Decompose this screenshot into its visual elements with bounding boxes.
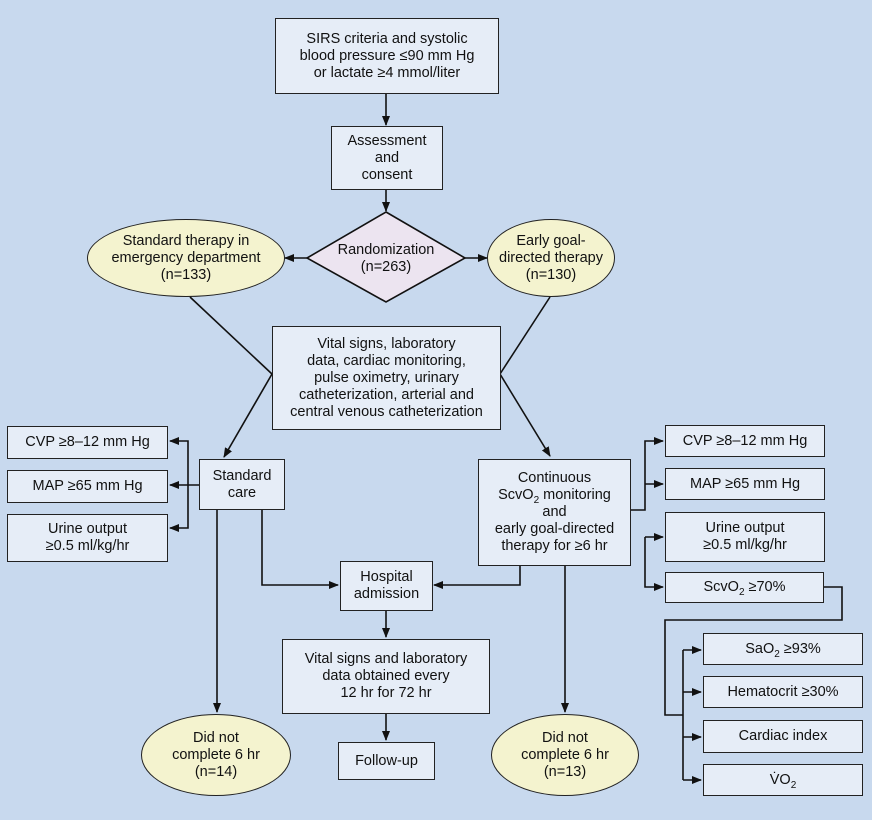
left-cvp-box: CVP ≥8–12 mm Hg bbox=[7, 426, 168, 459]
standard-therapy-oval: Standard therapy in emergency department… bbox=[87, 219, 285, 297]
egdt-oval: Early goal- directed therapy (n=130) bbox=[487, 219, 615, 297]
continuous-text: Continuous ScvO2 monitoring and early go… bbox=[494, 470, 615, 554]
vital-72-box: Vital signs and laboratory data obtained… bbox=[282, 639, 490, 714]
arrow-to-left-urine bbox=[169, 485, 189, 532]
line-standard-diag bbox=[189, 296, 273, 375]
arrow-continuous-to-hospital bbox=[433, 566, 521, 589]
arrow-to-right-cvp bbox=[631, 437, 664, 511]
randomization-label: Randomization (n=263) bbox=[337, 242, 435, 275]
hospital-admission-box: Hospital admission bbox=[340, 561, 433, 611]
vital-signs-box: Vital signs, laboratory data, cardiac mo… bbox=[272, 326, 501, 430]
arrow-standard-to-hospital bbox=[261, 510, 339, 589]
left-urine-box: Urine output ≥0.5 ml/kg/hr bbox=[7, 514, 168, 562]
arrow-to-scvo2 bbox=[644, 537, 664, 591]
standard-care-box: Standard care bbox=[199, 459, 285, 510]
arrow-to-left-cvp bbox=[169, 437, 189, 485]
right-urine-box: Urine output ≥0.5 ml/kg/hr bbox=[665, 512, 825, 562]
right-map-box: MAP ≥65 mm Hg bbox=[665, 468, 825, 500]
sirs-box: SIRS criteria and systolic blood pressur… bbox=[275, 18, 499, 94]
hematocrit-box: Hematocrit ≥30% bbox=[703, 676, 863, 708]
arrow-to-standard-care bbox=[223, 373, 273, 458]
sao2-box: SaO2 ≥93% bbox=[703, 633, 863, 665]
right-cvp-box: CVP ≥8–12 mm Hg bbox=[665, 425, 825, 457]
arrow-to-continuous bbox=[499, 373, 551, 457]
line-egdt-diag bbox=[499, 296, 551, 375]
continuous-box: Continuous ScvO2 monitoring and early go… bbox=[478, 459, 631, 566]
randomization-diamond bbox=[305, 211, 467, 303]
dnc-right-oval: Did not complete 6 hr (n=13) bbox=[491, 714, 639, 796]
left-map-box: MAP ≥65 mm Hg bbox=[7, 470, 168, 503]
scvo2-box: ScvO2 ≥70% bbox=[665, 572, 824, 603]
followup-box: Follow-up bbox=[338, 742, 435, 780]
dnc-left-oval: Did not complete 6 hr (n=14) bbox=[141, 714, 291, 796]
vo2-box: V̇O2 bbox=[703, 764, 863, 796]
assessment-box: Assessment and consent bbox=[331, 126, 443, 190]
line-scvo2-bracket bbox=[664, 586, 843, 716]
cardiac-index-box: Cardiac index bbox=[703, 720, 863, 753]
